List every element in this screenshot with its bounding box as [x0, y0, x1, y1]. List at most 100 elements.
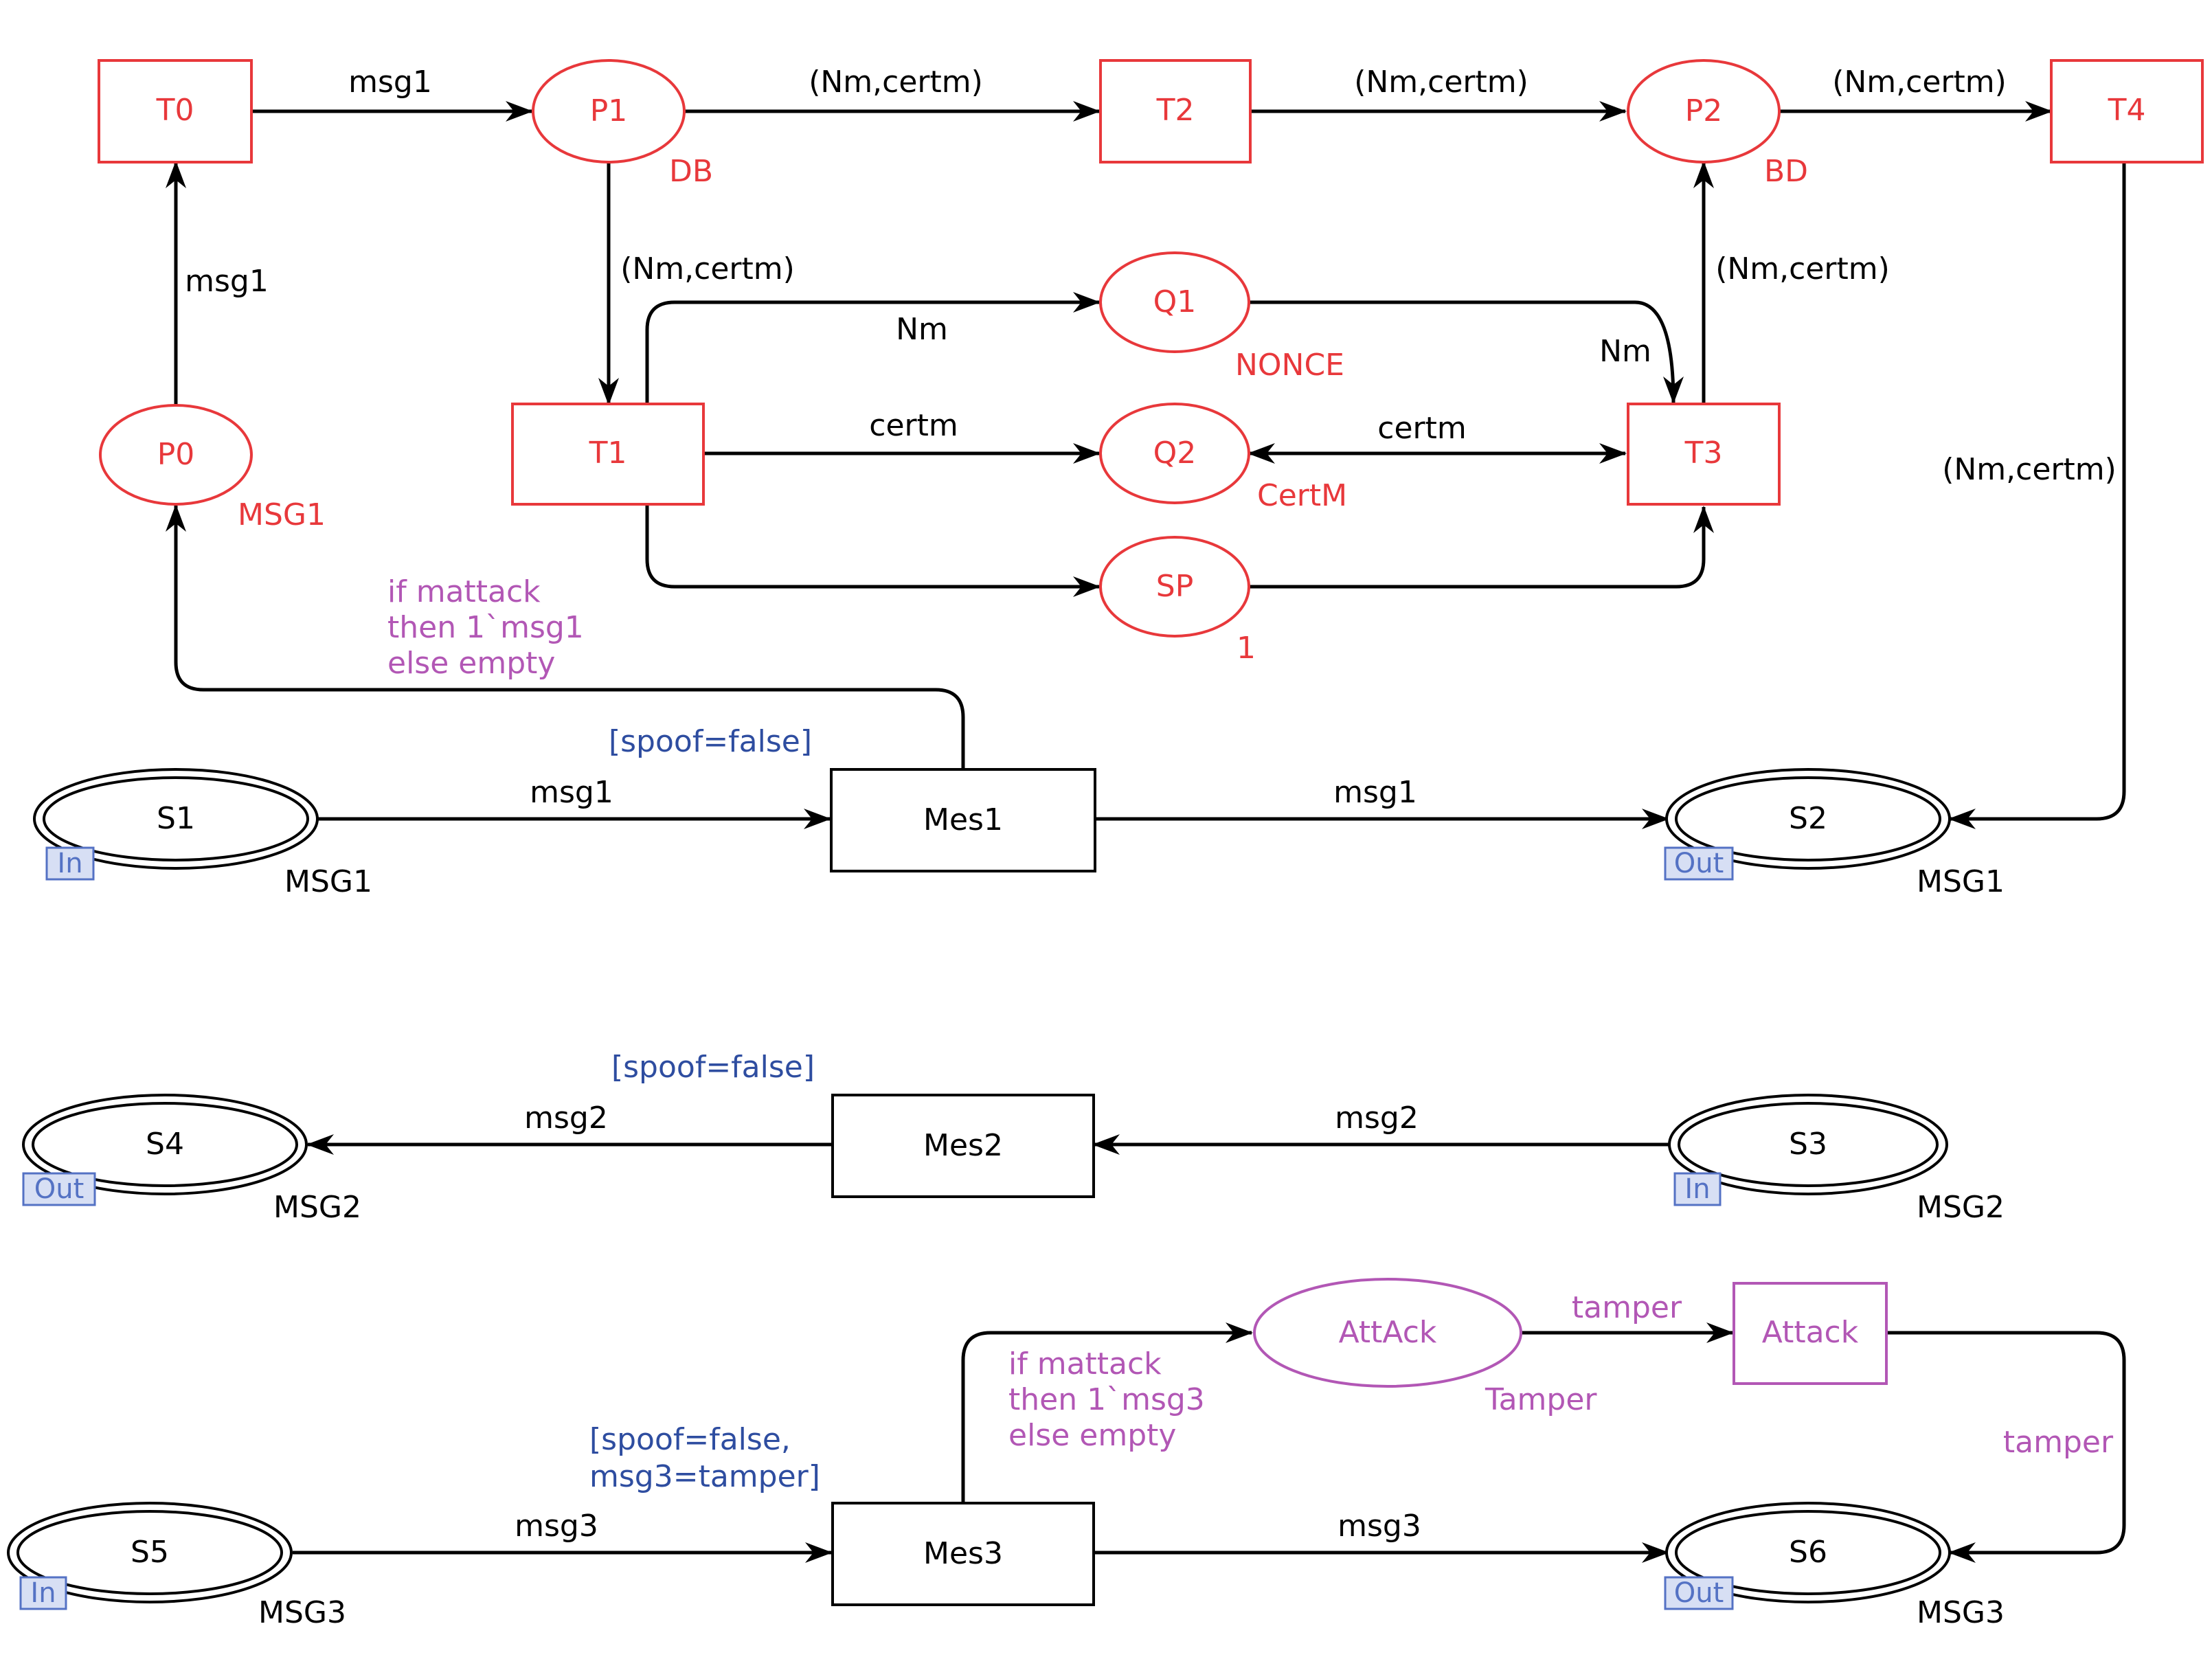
- transition-Mes2: Mes2: [831, 1094, 1095, 1198]
- arc-label-P1-T2: (Nm,certm): [809, 65, 983, 100]
- port-tag-S5: In: [19, 1576, 67, 1610]
- conditional-Mes3-AttAck-line1: if mattack: [1008, 1346, 1162, 1382]
- place-P2-colorset: BD: [1764, 154, 1808, 189]
- transition-T4: T4: [2050, 59, 2204, 164]
- conditional-Mes1-P0-line2: then 1`msg1: [387, 610, 584, 645]
- transition-Mes1: Mes1: [830, 768, 1096, 872]
- place-P2-label: P2: [1685, 93, 1723, 128]
- guard-Mes3-line2: msg3=tamper]: [589, 1459, 820, 1494]
- arc-Mes3-AttAck: [961, 1322, 1253, 1502]
- place-S6-colorset: MSG3: [1917, 1595, 2005, 1630]
- transition-Attack-label: Attack: [1762, 1315, 1859, 1350]
- arc-label-S5-Mes3: msg3: [515, 1509, 598, 1544]
- arc-label-Q2-T3: certm: [1377, 411, 1466, 446]
- place-S5: S5: [7, 1502, 293, 1603]
- place-S2-colorset: MSG1: [1917, 864, 2005, 899]
- arc-label-AttAck-Attack: tamper: [1572, 1290, 1682, 1325]
- conditional-arc-Mes1-P0: if mattack then 1`msg1 else empty: [387, 574, 584, 681]
- arcs: [166, 101, 2126, 1563]
- port-tags: In Out In Out In Out: [19, 846, 1734, 1610]
- port-tag-S3-label: In: [1684, 1173, 1710, 1205]
- place-S6-label: S6: [1789, 1535, 1827, 1570]
- arc-label-Q1-T3: Nm: [1599, 334, 1651, 369]
- place-S5-colorset: MSG3: [258, 1595, 346, 1630]
- place-Q2-label: Q2: [1153, 436, 1197, 471]
- place-S2: S2: [1665, 768, 1951, 870]
- transition-T2-label: T2: [1156, 93, 1195, 128]
- place-SP-label: SP: [1156, 569, 1193, 604]
- transition-Mes2-label: Mes2: [923, 1128, 1003, 1163]
- arc-label-S1-Mes1: msg1: [530, 775, 613, 810]
- transition-T1: T1: [511, 403, 705, 506]
- port-tag-S2-label: Out: [1674, 848, 1724, 879]
- transition-T3: T3: [1627, 403, 1781, 506]
- place-Q2: Q2: [1099, 403, 1250, 504]
- place-S1-label: S1: [157, 801, 195, 836]
- transitions-black: Mes1 Mes2 Mes3: [830, 768, 1096, 1606]
- conditional-Mes1-P0-line3: else empty: [387, 646, 555, 681]
- place-P0-label: P0: [157, 437, 195, 472]
- place-P2: P2: [1627, 59, 1781, 164]
- arc-label-T4-S2: (Nm,certm): [1942, 452, 2117, 487]
- arc-label-S3-Mes2: msg2: [1335, 1101, 1419, 1136]
- place-S1-colorset: MSG1: [284, 864, 372, 899]
- place-S4-colorset: MSG2: [273, 1190, 361, 1225]
- port-tag-S3: In: [1673, 1172, 1722, 1206]
- transition-Mes1-label: Mes1: [923, 802, 1003, 837]
- arc-label-T3-P2: (Nm,certm): [1715, 251, 1890, 286]
- port-tag-S1-label: In: [57, 848, 82, 879]
- arc-label-T0-P1: msg1: [348, 65, 432, 100]
- port-tag-S6: Out: [1664, 1576, 1734, 1610]
- arc-label-Mes2-S4: msg2: [524, 1101, 608, 1136]
- transition-T1-label: T1: [589, 436, 627, 471]
- port-tag-S2: Out: [1664, 846, 1734, 881]
- arc-T1-Q1: [645, 292, 1101, 404]
- port-tag-S1: In: [45, 846, 95, 881]
- guard-Mes1: [spoof=false]: [609, 724, 812, 759]
- arc-label-P1-T1: (Nm,certm): [620, 251, 795, 286]
- place-Q2-colorset: CertM: [1257, 478, 1347, 513]
- place-S4: S4: [22, 1094, 308, 1195]
- arc-T1-SP: [645, 504, 1101, 597]
- guard-Mes3-line1: [spoof=false,: [589, 1422, 791, 1457]
- place-P0-colorset: MSG1: [238, 497, 326, 532]
- places-red: P0 P1 P2 Q1 Q2 SP: [99, 59, 1781, 638]
- arc-T4-S2: [1948, 162, 2126, 829]
- transition-T0: T0: [98, 59, 253, 164]
- conditional-Mes3-AttAck-line2: then 1`msg3: [1008, 1382, 1205, 1417]
- conditional-Mes1-P0-line1: if mattack: [387, 574, 541, 609]
- transition-T2: T2: [1099, 59, 1252, 164]
- guard-Mes2: [spoof=false]: [611, 1050, 815, 1085]
- arc-labels: msg1 msg1 (Nm,certm) (Nm,certm) (Nm,cert…: [185, 65, 2117, 1544]
- conditional-arc-Mes3-AttAck: if mattack then 1`msg3 else empty: [1008, 1346, 1205, 1453]
- place-SP: SP: [1099, 536, 1250, 638]
- place-AttAck-colorset: Tamper: [1485, 1382, 1597, 1417]
- place-S6: S6: [1665, 1502, 1951, 1603]
- transitions-red: T0 T1 T2 T3 T4: [98, 59, 2204, 506]
- arc-label-Mes3-S6: msg3: [1338, 1509, 1421, 1544]
- place-Q1: Q1: [1099, 251, 1250, 353]
- place-S4-label: S4: [146, 1127, 184, 1162]
- place-S2-label: S2: [1789, 801, 1827, 836]
- arc-SP-T3: [1249, 506, 1714, 589]
- place-AttAck-label: AttAck: [1339, 1315, 1437, 1350]
- guards: [spoof=false] [spoof=false] [spoof=false…: [589, 724, 820, 1494]
- arc-label-T2-P2: (Nm,certm): [1354, 65, 1528, 100]
- port-places: S1 S2 S3 S4 S5 S6: [7, 768, 1951, 1603]
- place-S3: S3: [1668, 1094, 1948, 1195]
- port-tag-S6-label: Out: [1674, 1577, 1724, 1609]
- place-P1: P1: [532, 59, 686, 164]
- transition-Mes3-label: Mes3: [923, 1536, 1003, 1571]
- arc-Mes1-P0: [166, 504, 965, 768]
- place-AttAck: AttAck: [1253, 1278, 1522, 1388]
- arc-label-T1-Q2: certm: [869, 408, 958, 443]
- arc-label-P2-T4: (Nm,certm): [1832, 65, 2007, 100]
- transition-Mes3: Mes3: [831, 1502, 1095, 1606]
- place-Q1-label: Q1: [1153, 284, 1197, 319]
- arc-label-Mes1-S2: msg1: [1333, 775, 1417, 810]
- transition-Attack: Attack: [1733, 1282, 1888, 1385]
- conditional-Mes3-AttAck-line3: else empty: [1008, 1418, 1176, 1453]
- port-tag-S4: Out: [22, 1172, 96, 1206]
- arc-Q1-T3: [1249, 300, 1684, 404]
